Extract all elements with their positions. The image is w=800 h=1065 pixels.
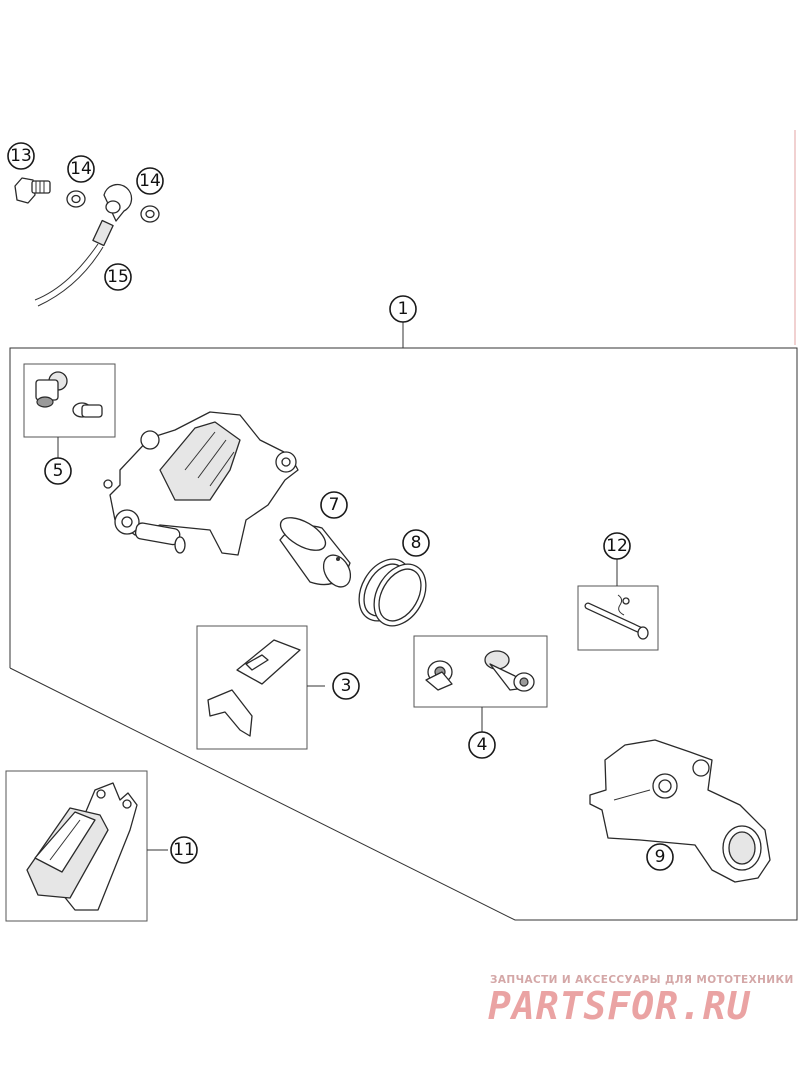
assembly-frame — [9, 322, 798, 921]
callout-13[interactable]: 13 — [7, 142, 35, 170]
callout-11-label: 11 — [173, 840, 195, 860]
callout-14-left-label: 14 — [70, 159, 92, 179]
banjo-bolt[interactable] — [14, 177, 51, 204]
callout-15[interactable]: 15 — [104, 263, 132, 291]
brake-caliper-housing[interactable] — [103, 411, 299, 556]
caliper-support-bracket[interactable] — [589, 739, 771, 883]
callout-9[interactable]: 9 — [646, 843, 674, 871]
callout-8-label: 8 — [411, 533, 422, 553]
caliper-piston[interactable] — [275, 511, 356, 592]
callout-1[interactable]: 1 — [389, 295, 417, 323]
pad-pin-kit-box — [577, 559, 659, 651]
callout-12-label: 12 — [606, 536, 628, 556]
callout-13-label: 13 — [10, 146, 32, 166]
callout-14-right[interactable]: 14 — [136, 167, 164, 195]
watermark-logo: PARTSFOR.RU — [488, 984, 751, 1028]
callout-4-label: 4 — [477, 735, 488, 755]
guide-bush-kit-box — [413, 635, 548, 732]
callout-14-left[interactable]: 14 — [67, 155, 95, 183]
callout-7-label: 7 — [329, 495, 340, 515]
callout-9-label: 9 — [655, 847, 666, 867]
callout-14-right-label: 14 — [139, 171, 161, 191]
guide-bush-boot[interactable] — [425, 660, 453, 691]
callout-11[interactable]: 11 — [170, 836, 198, 864]
callout-1-label: 1 — [398, 299, 409, 319]
callout-3[interactable]: 3 — [332, 672, 360, 700]
sealing-washer-right[interactable] — [140, 205, 160, 223]
brake-pad-box — [5, 770, 168, 922]
callout-3-label: 3 — [341, 676, 352, 696]
callout-15-label: 15 — [107, 267, 129, 287]
callout-5[interactable]: 5 — [44, 457, 72, 485]
callout-12[interactable]: 12 — [603, 532, 631, 560]
callout-4[interactable]: 4 — [468, 731, 496, 759]
pad-spring-kit-box — [196, 625, 325, 750]
piston-seal-rings[interactable] — [349, 550, 437, 635]
callout-5-label: 5 — [53, 461, 64, 481]
sealing-washer-left[interactable] — [66, 190, 86, 208]
callout-8[interactable]: 8 — [402, 529, 430, 557]
callout-7[interactable]: 7 — [320, 491, 348, 519]
pad-spring-clip[interactable] — [207, 639, 301, 737]
guide-bush[interactable] — [484, 650, 535, 692]
brake-line[interactable] — [34, 183, 133, 307]
bleeder-valve[interactable] — [35, 371, 103, 418]
brake-pad-front[interactable] — [26, 807, 109, 899]
pad-retaining-pin[interactable] — [584, 594, 649, 640]
bleeder-kit-box — [23, 363, 116, 458]
watermark-subtitle: ЗАПЧАСТИ И АКСЕССУАРЫ ДЛЯ МОТОТЕХНИКИ — [490, 974, 794, 986]
